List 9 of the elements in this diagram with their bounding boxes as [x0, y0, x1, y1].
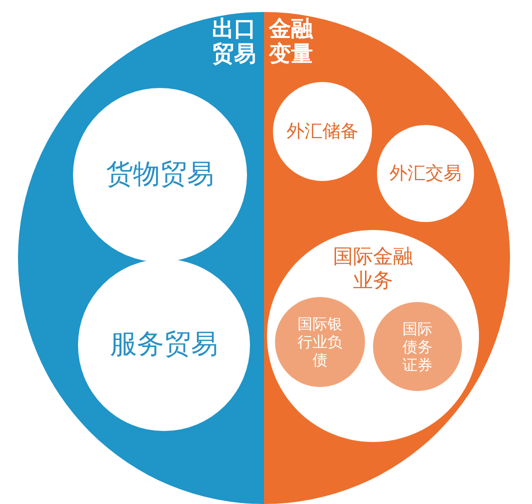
section-heading: 金融变量	[269, 18, 314, 68]
circle-label: 外汇储备	[286, 120, 358, 142]
section-heading: 出口贸易	[212, 18, 257, 68]
circle-label: 国际银行业负债	[296, 315, 344, 369]
circle-label: 服务贸易	[110, 328, 218, 362]
circle-label: 国际金融业务	[332, 244, 414, 292]
circle-label: 货物贸易	[106, 158, 214, 192]
circle-label: 国际债务证券	[402, 320, 434, 374]
circle-label: 外汇交易	[390, 162, 462, 184]
